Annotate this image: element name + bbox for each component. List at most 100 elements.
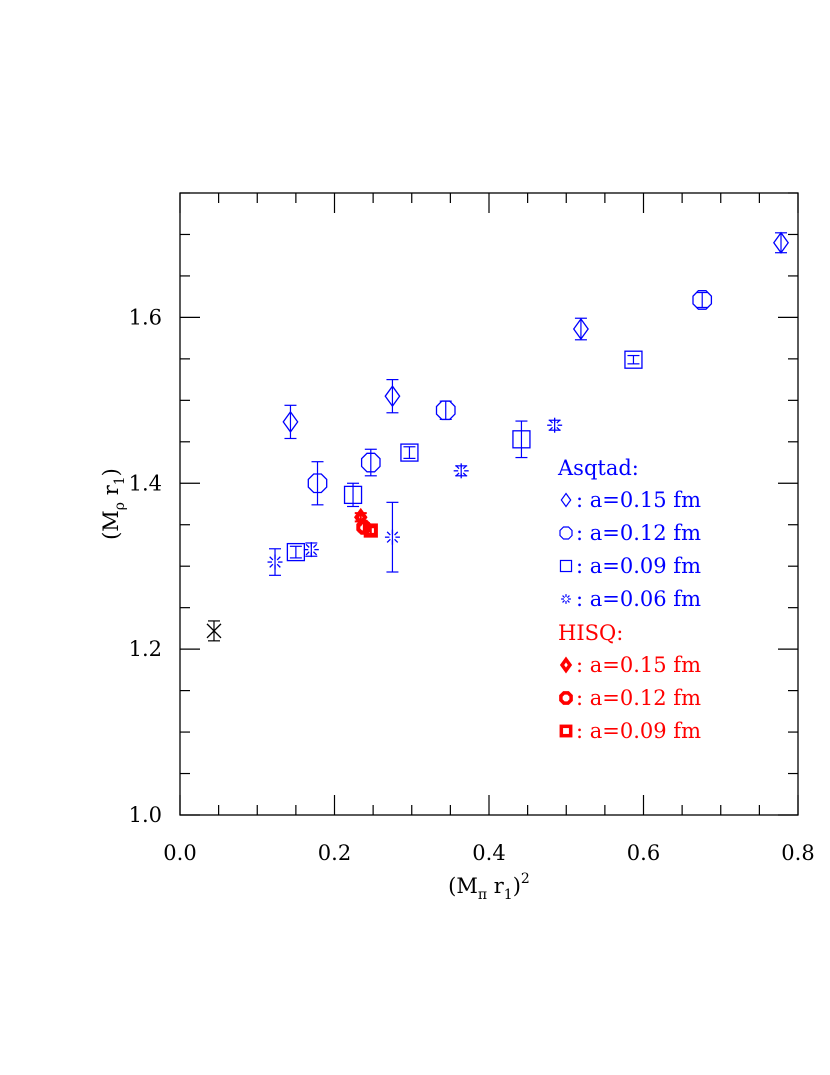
legend-label: : a=0.15 fm [576,488,701,512]
octagon-marker-shape [559,526,573,540]
legend-label: : a=0.09 fm [576,554,701,578]
legend-marker-icon [559,691,573,705]
x-axis-label-part: ) [513,874,521,898]
burst-marker-ray [276,556,281,561]
legend: Asqtad:HISQ:: a=0.15 fm: a=0.12 fm: a=0.… [557,456,701,743]
burst-marker-ray [562,595,566,599]
square-marker-shape [559,559,573,573]
octagon-marker-shape [435,400,456,421]
data-marker [692,290,713,310]
diamond-marker-shape [572,317,589,341]
axis-labels-group: (Mπ r1)2 (Mρ r1) [99,468,530,903]
x-axis-label-part: 1 [504,887,513,903]
data-point-asqtad-square [624,350,643,369]
octagon-marker-shape [360,452,381,473]
data-marker [286,542,306,562]
burst-marker-ray [548,419,554,424]
legend-label: : a=0.12 fm [576,686,701,710]
y-axis-label: (Mρ r1) [99,468,128,540]
burst-marker-ray [566,599,570,603]
data-marker [384,529,400,545]
data-marker [547,417,563,433]
burst-marker-ray [305,543,310,548]
diamond-marker-shape [282,410,299,434]
diamond-marker-shape [560,492,572,508]
square-marker-shape [400,443,419,462]
burst-marker-ray [269,563,274,568]
legend-entry: : a=0.09 fm [559,719,701,743]
burst-marker-ray [562,599,566,603]
x-axis-label-part: π [478,887,487,903]
data-point-asqtad-burst [453,463,469,479]
plot-frame-group [179,192,799,816]
data-point-extrapolation-cross [206,620,222,642]
legend-entry: : a=0.12 fm [559,521,701,545]
data-point-asqtad-burst [303,542,319,558]
data-point-asqtad-burst [384,501,400,573]
data-marker [363,523,378,538]
burst-marker-ray [305,551,310,556]
burst-marker-ray [394,538,399,543]
burst-marker-ray [556,426,561,431]
y-tick-label: 1.2 [129,637,162,661]
x-axis-label-part: 2 [521,871,530,887]
burst-marker-ray [276,563,281,568]
x-tick-label: 0.6 [627,841,660,865]
x-axis-label-part: (M [448,874,478,898]
data-marker [267,554,283,570]
y-axis-label-part: 1 [112,476,128,485]
data-marker [343,485,363,505]
octagon-marker-shape [692,290,713,310]
data-point-asqtad-diamond [384,379,401,414]
burst-marker-ray [312,543,318,548]
burst-marker-ray [462,472,467,477]
cross-marker-stroke [206,623,222,639]
burst-marker-ray [394,531,399,536]
burst-marker-ray [548,426,554,431]
square-marker-shape [343,485,363,505]
diamond-marker-shape [559,656,573,674]
x-axis-label: (Mπ r1)2 [448,871,530,903]
square-marker-shape [512,430,531,449]
y-axis-label-part: (M [99,510,123,540]
legend-heading-hisq: HISQ: [558,621,623,645]
burst-marker-ray [312,551,318,556]
legend-heading-asqtad: Asqtad: [557,456,639,480]
octagon-marker-shape [559,691,573,705]
data-point-asqtad-diamond [282,404,299,440]
legend-label: : a=0.06 fm [576,587,701,611]
plot-frame [179,192,799,816]
legend-entry: : a=0.15 fm [559,653,701,677]
y-axis-label-part: ρ [112,502,128,510]
data-point-asqtad-square [286,542,306,562]
square-marker-shape [559,724,573,738]
diamond-marker-shape [384,385,401,408]
data-points-group [206,231,790,642]
data-point-asqtad-octagon [307,461,328,506]
burst-marker-ray [269,556,274,561]
data-point-asqtad-octagon [435,400,456,421]
burst-marker-ray [455,472,460,477]
data-marker [384,385,401,408]
legend-entry: : a=0.06 fm [561,587,701,611]
x-tick-label: 0.2 [318,841,351,865]
burst-marker-ray [462,465,467,470]
legend-marker-icon [559,526,573,540]
data-marker [512,430,531,449]
data-point-hisq-square [363,523,378,538]
data-point-asqtad-octagon [692,290,713,310]
data-point-asqtad-burst [267,548,283,576]
legend-marker-icon [561,594,571,604]
data-marker [773,231,790,254]
diamond-marker-shape [773,231,790,254]
data-marker [435,400,456,421]
data-point-asqtad-square [343,482,363,508]
legend-label: : a=0.12 fm [576,521,701,545]
burst-marker-ray [556,419,561,424]
legend-marker-icon [560,492,572,508]
data-marker [400,443,419,462]
y-tick-label: 1.6 [129,305,162,329]
data-marker [206,623,222,639]
data-marker [307,473,328,494]
